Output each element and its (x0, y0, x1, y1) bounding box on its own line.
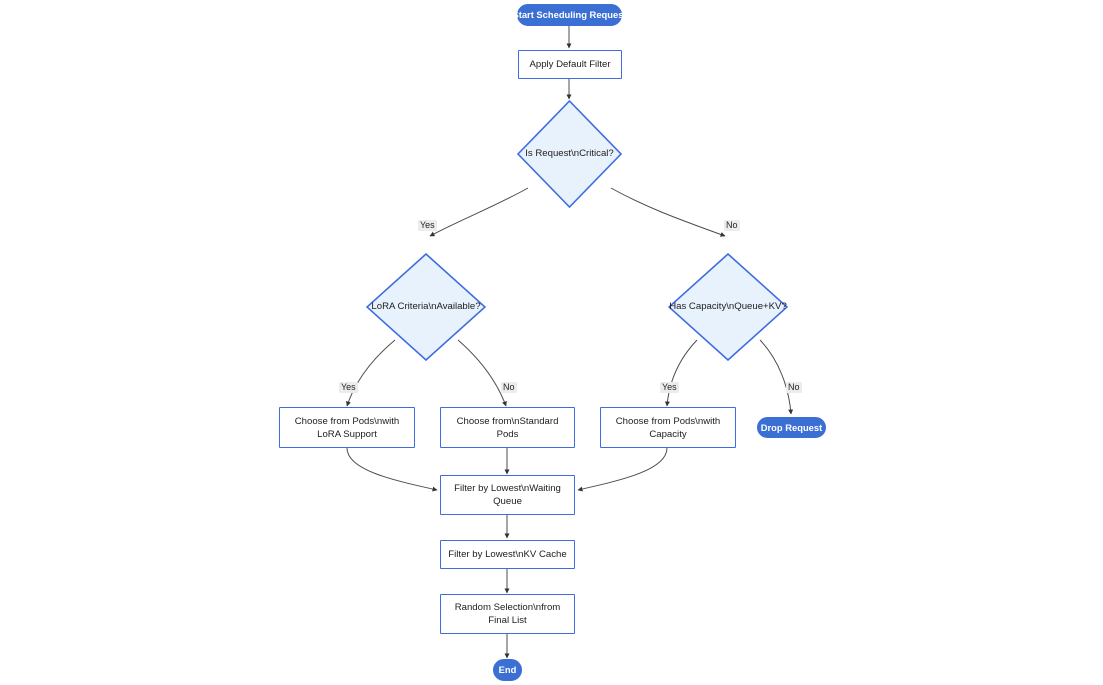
node-end-label: End (498, 664, 517, 675)
edge-label-critical-no: No (724, 220, 740, 231)
edge-label-capacity-no: No (786, 382, 802, 393)
node-is-request-critical-label: Is Request\nCritical? (525, 148, 614, 159)
diamond-shape-lora-criteria-available (366, 253, 486, 361)
node-filter-lowest-kv-cache[interactable]: Filter by Lowest\nKV Cache (440, 540, 575, 569)
edge-label-capacity-yes: Yes (660, 382, 679, 393)
node-apply-default-filter[interactable]: Apply Default Filter (518, 50, 622, 79)
edge-critical-to-lora (429, 187, 529, 237)
diamond-shape-is-request-critical (517, 100, 622, 208)
node-choose-standard-pods-line-1: Choose from\nStandard (456, 415, 559, 427)
node-apply-default-filter-label: Apply Default Filter (529, 59, 611, 70)
node-lora-criteria-available-label: LoRA Criteria\nAvailable? (371, 301, 481, 312)
node-filter-lowest-waiting-queue-line-1: Filter by Lowest\nWaiting (454, 483, 561, 494)
edge-podscap-to-filterqueue (577, 447, 668, 492)
node-random-selection-final-list[interactable]: Random Selection\nfrom Final List (440, 594, 575, 634)
edge-podslora-to-filterqueue (346, 447, 438, 492)
node-start-label: Start Scheduling Request (512, 9, 627, 20)
node-is-request-critical[interactable]: Is Request\nCritical? (517, 100, 622, 208)
node-filter-lowest-kv-cache-label: Filter by Lowest\nKV Cache (448, 549, 567, 560)
node-has-capacity-queue-kv[interactable]: Has Capacity\nQueue+KV? (668, 253, 788, 361)
edge-label-lora-yes: Yes (339, 382, 358, 393)
node-random-selection-final-list-line-2: Final List (488, 615, 527, 626)
node-has-capacity-queue-kv-label: Has Capacity\nQueue+KV? (669, 301, 787, 312)
node-choose-pods-with-capacity[interactable]: Choose from Pods\nwith Capacity (600, 407, 736, 448)
edge-critical-to-capacity (610, 187, 726, 237)
node-choose-standard-pods[interactable]: Choose from\nStandard Pods (440, 407, 575, 448)
node-choose-standard-pods-line-2: Pods (496, 428, 519, 440)
node-lora-criteria-available[interactable]: LoRA Criteria\nAvailable? (366, 253, 486, 361)
node-filter-lowest-waiting-queue-line-2: Queue (493, 496, 522, 507)
node-drop-request[interactable]: Drop Request (757, 417, 826, 438)
node-choose-pods-with-capacity-line-1: Choose from Pods\nwith (615, 415, 721, 427)
node-choose-pods-with-lora-support[interactable]: Choose from Pods\nwith LoRA Support (279, 407, 415, 448)
node-random-selection-final-list-line-1: Random Selection\nfrom (454, 602, 561, 613)
node-choose-pods-with-lora-support-line-2: LoRA Support (317, 428, 377, 440)
node-choose-pods-with-lora-support-line-1: Choose from Pods\nwith (294, 415, 400, 427)
node-filter-lowest-waiting-queue[interactable]: Filter by Lowest\nWaiting Queue (440, 475, 575, 515)
diamond-shape-has-capacity-queue-kv (668, 253, 788, 361)
node-start-scheduling-request[interactable]: Start Scheduling Request (512, 4, 627, 26)
edge-label-lora-no: No (501, 382, 517, 393)
node-end[interactable]: End (493, 659, 522, 681)
node-drop-request-label: Drop Request (760, 421, 823, 433)
edge-label-critical-yes: Yes (418, 220, 437, 231)
node-choose-pods-with-capacity-line-2: Capacity (649, 428, 687, 440)
